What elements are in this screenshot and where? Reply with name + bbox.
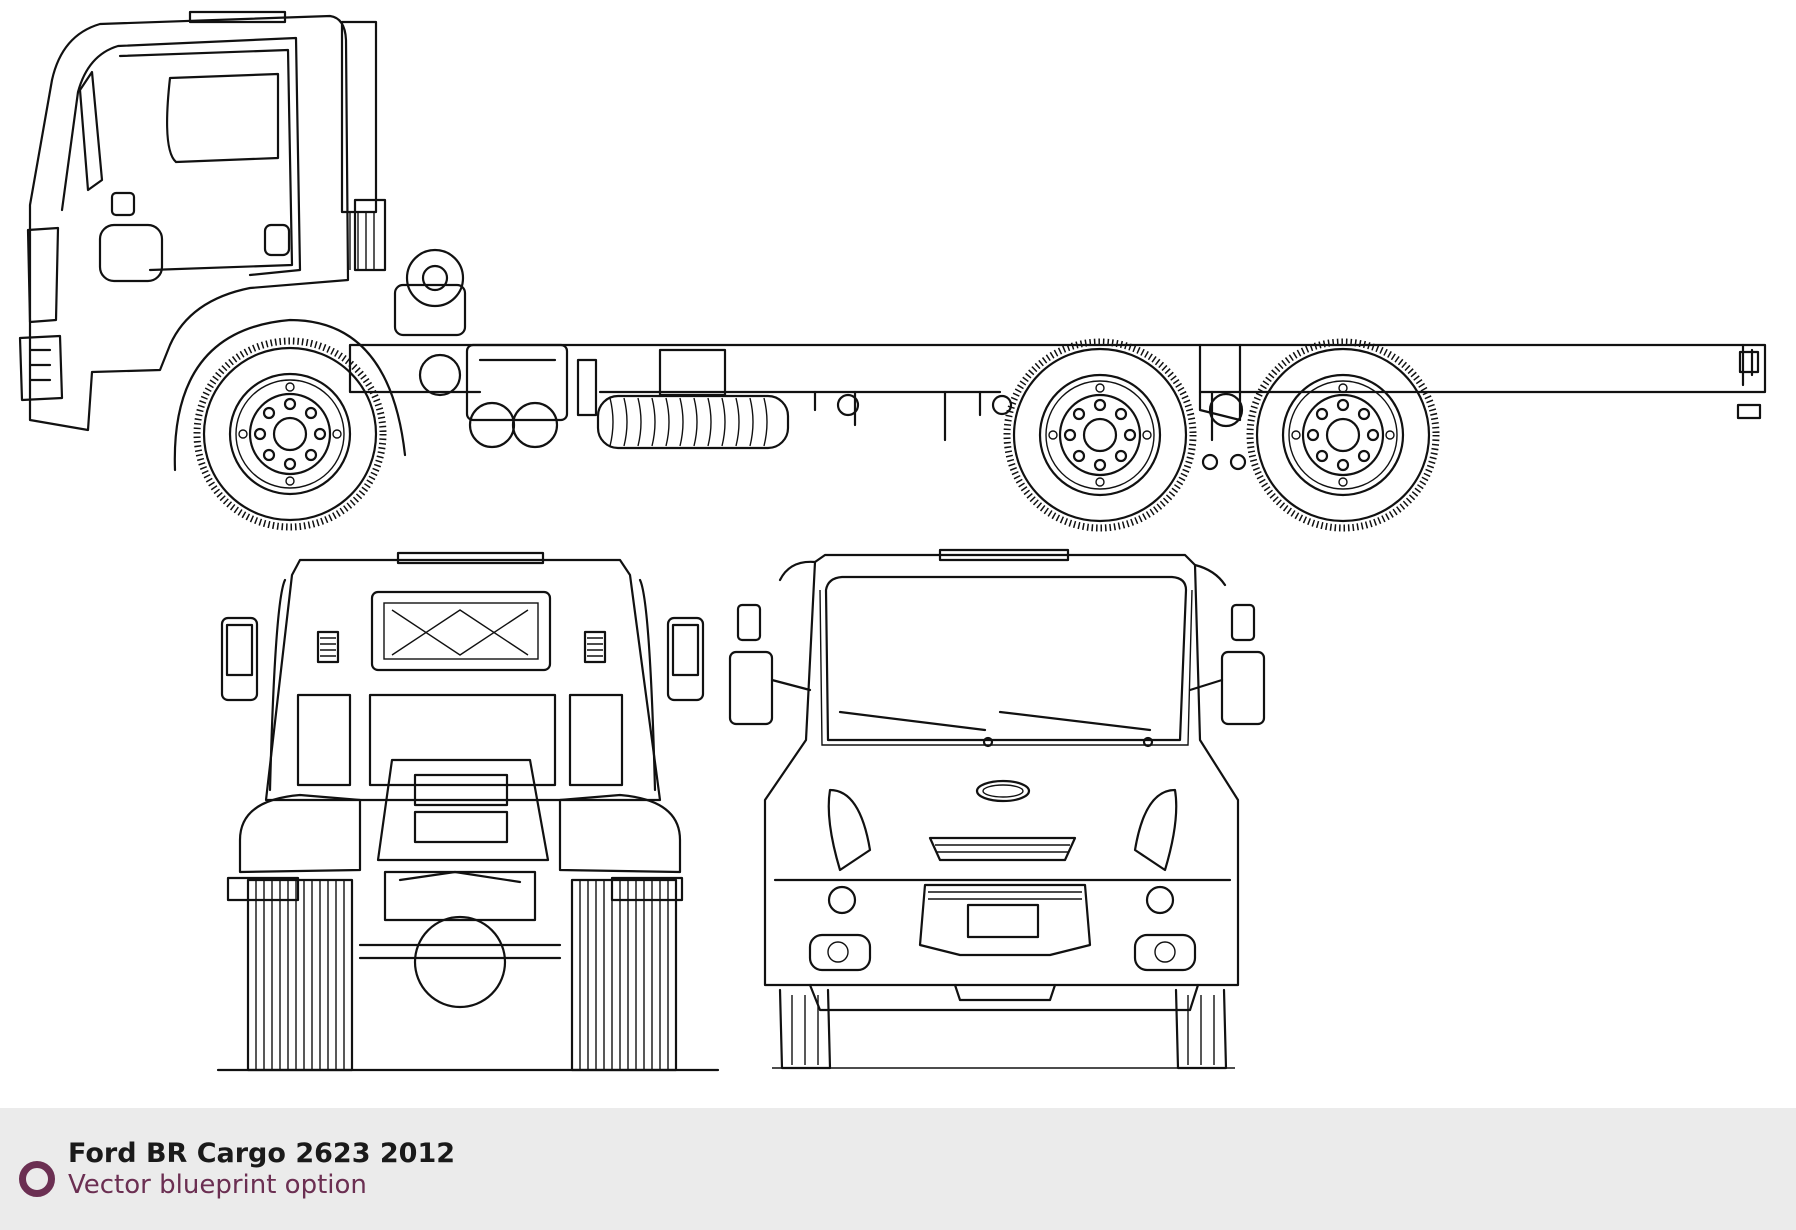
rear-frame-panel (376, 758, 550, 862)
front-right-mirror (1220, 650, 1266, 726)
front-cab-outline (763, 553, 1240, 987)
side-window (166, 72, 280, 164)
right-fog-light (1145, 885, 1175, 915)
footer-title: Ford BR Cargo 2623 2012 (68, 1138, 456, 1169)
rear-cab-outline (264, 558, 662, 802)
left-fog-light (827, 885, 857, 915)
footer-caption-bar: Ford BR Cargo 2623 2012 Vector blueprint… (0, 1108, 1796, 1230)
rear-window (370, 590, 552, 672)
front-view (728, 548, 1266, 1070)
left-headlight (808, 933, 872, 972)
upper-grille (928, 836, 1077, 862)
windshield (824, 575, 1188, 742)
chassis-rail (348, 343, 1767, 394)
rear-right-mirror (666, 616, 705, 702)
rear-wheel-1 (1007, 342, 1193, 528)
rear-left-tires (246, 878, 354, 1072)
ford-logo (975, 779, 1031, 803)
fuel-tank (465, 343, 569, 422)
license-plate (966, 903, 1040, 939)
rear-right-tires (570, 878, 678, 1072)
differential-housing (413, 915, 507, 1009)
ring-icon (19, 1161, 55, 1197)
front-wheel-arch (173, 318, 407, 472)
rear-left-mirror (220, 616, 259, 702)
cab-inner-line (60, 36, 302, 277)
rear-view (216, 551, 720, 1072)
cab-outline (28, 14, 350, 432)
blueprint-drawing (18, 10, 1767, 1072)
right-headlight (1133, 933, 1197, 972)
rear-wheel-2 (1250, 342, 1436, 528)
lower-grille (918, 883, 1092, 957)
footer-subtitle: Vector blueprint option (68, 1170, 367, 1200)
front-left-mirror (728, 650, 774, 726)
side-view (18, 10, 1767, 528)
front-wheel (197, 341, 383, 527)
front-bumper (18, 334, 64, 402)
